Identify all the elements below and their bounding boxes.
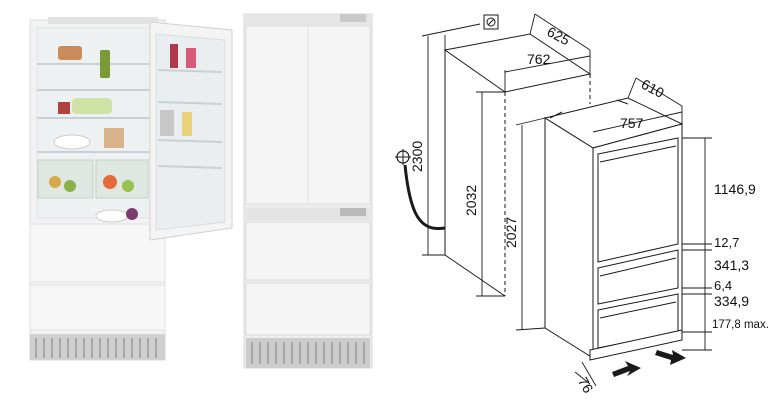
food-item (126, 208, 138, 220)
freezer-drawer (245, 221, 371, 281)
closed-fridge-photo (243, 13, 373, 369)
freezer-drawer (29, 223, 166, 283)
vent-grille (30, 334, 165, 360)
freezer-drawer (245, 282, 371, 336)
label-niche-width: 762 (527, 51, 551, 67)
door-shelf (157, 69, 223, 73)
label-gap-mid: 6,4 (714, 278, 732, 293)
food-item (95, 209, 129, 223)
label-door-top: 1146,9 (714, 181, 756, 197)
open-fridge-photo (29, 17, 233, 361)
label-niche-depth: 625 (544, 23, 572, 48)
food-item (58, 102, 70, 114)
food-item (170, 44, 178, 68)
food-item (186, 48, 196, 68)
food-item (122, 180, 134, 192)
food-item (72, 98, 112, 114)
label-plinth: 177,8 max. (712, 319, 769, 331)
air-exhaust-arrow (655, 350, 686, 365)
hinge (340, 208, 366, 216)
control-panel (246, 15, 370, 25)
label-gap-top: 12,7 (714, 235, 739, 250)
hinge (340, 14, 366, 22)
power-socket-icon (483, 14, 499, 30)
label-niche-height-total: 2300 (409, 141, 425, 172)
food-item (100, 50, 110, 78)
control-panel (48, 17, 158, 24)
label-niche-height: 2032 (463, 185, 479, 216)
installation-dimension-drawing (395, 13, 712, 387)
airflow-arrows (612, 350, 686, 377)
food-item (103, 175, 117, 189)
water-connection (395, 149, 446, 231)
label-bottom-offset: 76 (575, 374, 597, 396)
appliance-outline (543, 97, 684, 361)
crisper-drawer (37, 159, 94, 199)
door-shelf (157, 165, 223, 169)
dimension-lines (421, 13, 712, 387)
door-gap-strip (246, 208, 370, 220)
food-item (160, 110, 174, 136)
door-shelf (157, 101, 223, 105)
label-unit-width: 757 (620, 115, 644, 131)
food-item (49, 176, 61, 188)
label-drawer-1: 341,3 (714, 257, 749, 273)
food-item (104, 128, 124, 148)
air-intake-arrow (612, 361, 641, 377)
label-drawer-2: 334,9 (714, 293, 749, 309)
niche-outline (443, 33, 592, 297)
freezer-drawer (29, 284, 166, 331)
food-item (58, 46, 82, 60)
door-shelf (157, 139, 223, 143)
food-item (53, 134, 91, 150)
food-item (64, 180, 76, 192)
label-unit-height: 2027 (503, 217, 519, 248)
food-item (182, 112, 192, 136)
label-unit-depth: 610 (639, 76, 667, 101)
